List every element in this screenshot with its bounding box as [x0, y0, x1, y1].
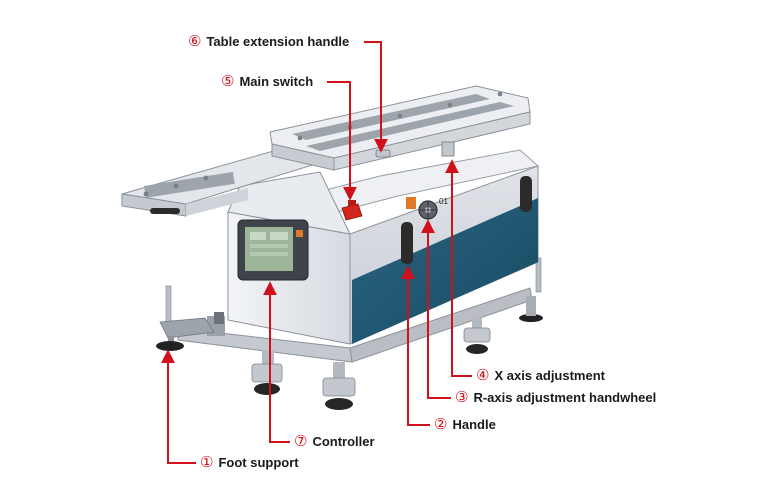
callout-label: Controller — [312, 434, 375, 449]
leader-table-extension-handle — [364, 41, 388, 153]
callout-label: Foot support — [218, 455, 299, 470]
leader-controller — [263, 281, 290, 443]
callout-number: ① — [200, 454, 214, 471]
controller-screen-icon[interactable] — [237, 219, 309, 281]
callout-number: ③ — [455, 389, 469, 406]
callout-number: ⑤ — [221, 73, 235, 90]
callout-table-extension-handle: ⑥ Table extension handle — [188, 34, 349, 49]
callout-main-switch: ⑤ Main switch — [221, 74, 313, 89]
callout-controller: ⑦ Controller — [294, 434, 375, 449]
leader-handle — [401, 265, 430, 426]
leader-r-axis-handwheel — [421, 219, 451, 399]
callout-number: ④ — [476, 367, 490, 384]
handwheel-icon[interactable]: 01 — [406, 197, 448, 220]
callout-label: R-axis adjustment handwheel — [473, 390, 657, 405]
callout-label: Main switch — [239, 74, 314, 89]
leader-x-axis-adjustment — [445, 159, 472, 377]
callout-handle: ② Handle — [434, 417, 496, 432]
callout-label: Handle — [452, 417, 496, 432]
handwheel-mark: 01 — [439, 197, 448, 206]
callout-x-axis-adjustment: ④ X axis adjustment — [476, 368, 605, 383]
callout-label: X axis adjustment — [494, 368, 605, 383]
callout-number: ⑦ — [294, 433, 308, 450]
leader-main-switch — [327, 81, 357, 201]
leader-foot-support — [161, 349, 196, 464]
callout-number: ⑥ — [188, 33, 202, 50]
leader-lines — [161, 41, 472, 464]
callout-r-axis-handwheel: ③ R-axis adjustment handwheel — [455, 390, 656, 405]
callout-number: ② — [434, 416, 448, 433]
machine-body — [227, 149, 540, 345]
foot-support[interactable] — [156, 285, 215, 351]
main-table — [269, 85, 531, 171]
callout-foot-support: ① Foot support — [200, 455, 299, 470]
callout-label: Table extension handle — [206, 34, 350, 49]
main-switch-icon[interactable] — [341, 200, 363, 221]
